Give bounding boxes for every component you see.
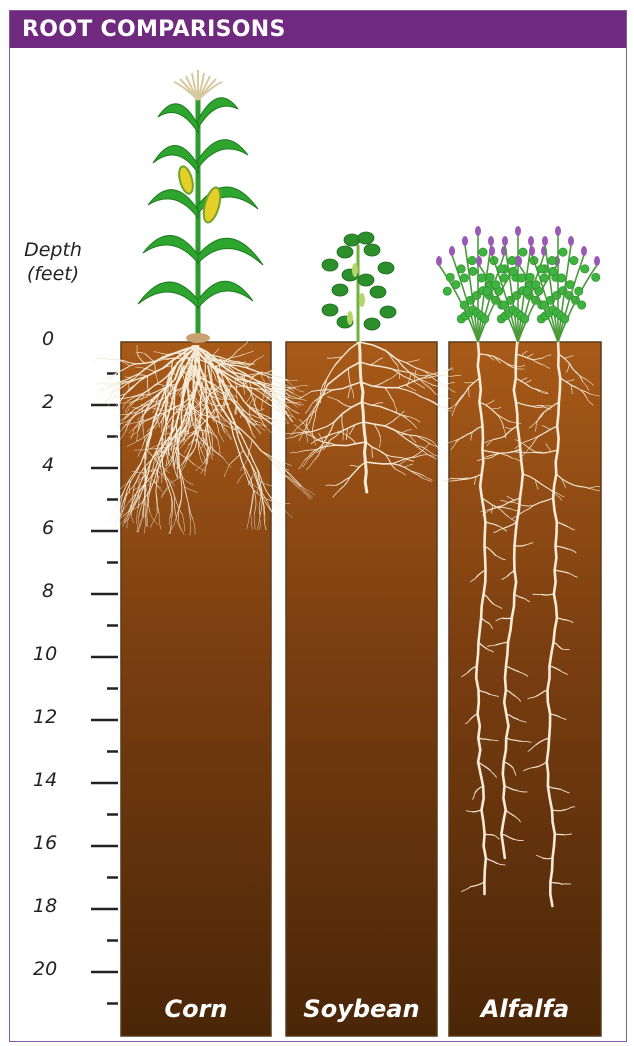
root-branch	[101, 393, 110, 398]
root-branch	[272, 512, 283, 523]
crop-label-alfalfa: Alfalfa	[479, 995, 569, 1023]
soil-column-alfalfa	[449, 342, 601, 1036]
root-branch	[97, 383, 107, 384]
soybean-plant	[322, 232, 396, 342]
corn-plant	[138, 70, 263, 343]
root-branch	[326, 485, 337, 486]
soil-column-soybean	[286, 342, 437, 1036]
crop-label-corn: Corn	[164, 995, 227, 1023]
root-branch	[107, 393, 113, 402]
root-branch	[502, 618, 512, 619]
root-branch	[98, 379, 106, 385]
root-branch	[543, 858, 553, 859]
crop-label-soybean: Soybean	[303, 995, 419, 1023]
root-branch	[555, 834, 565, 835]
root-branch	[114, 511, 119, 526]
alfalfa-plants	[436, 226, 600, 342]
root-branch	[108, 509, 115, 523]
root-branch	[276, 422, 284, 430]
root-branch	[522, 452, 537, 453]
root-branch	[119, 406, 120, 416]
